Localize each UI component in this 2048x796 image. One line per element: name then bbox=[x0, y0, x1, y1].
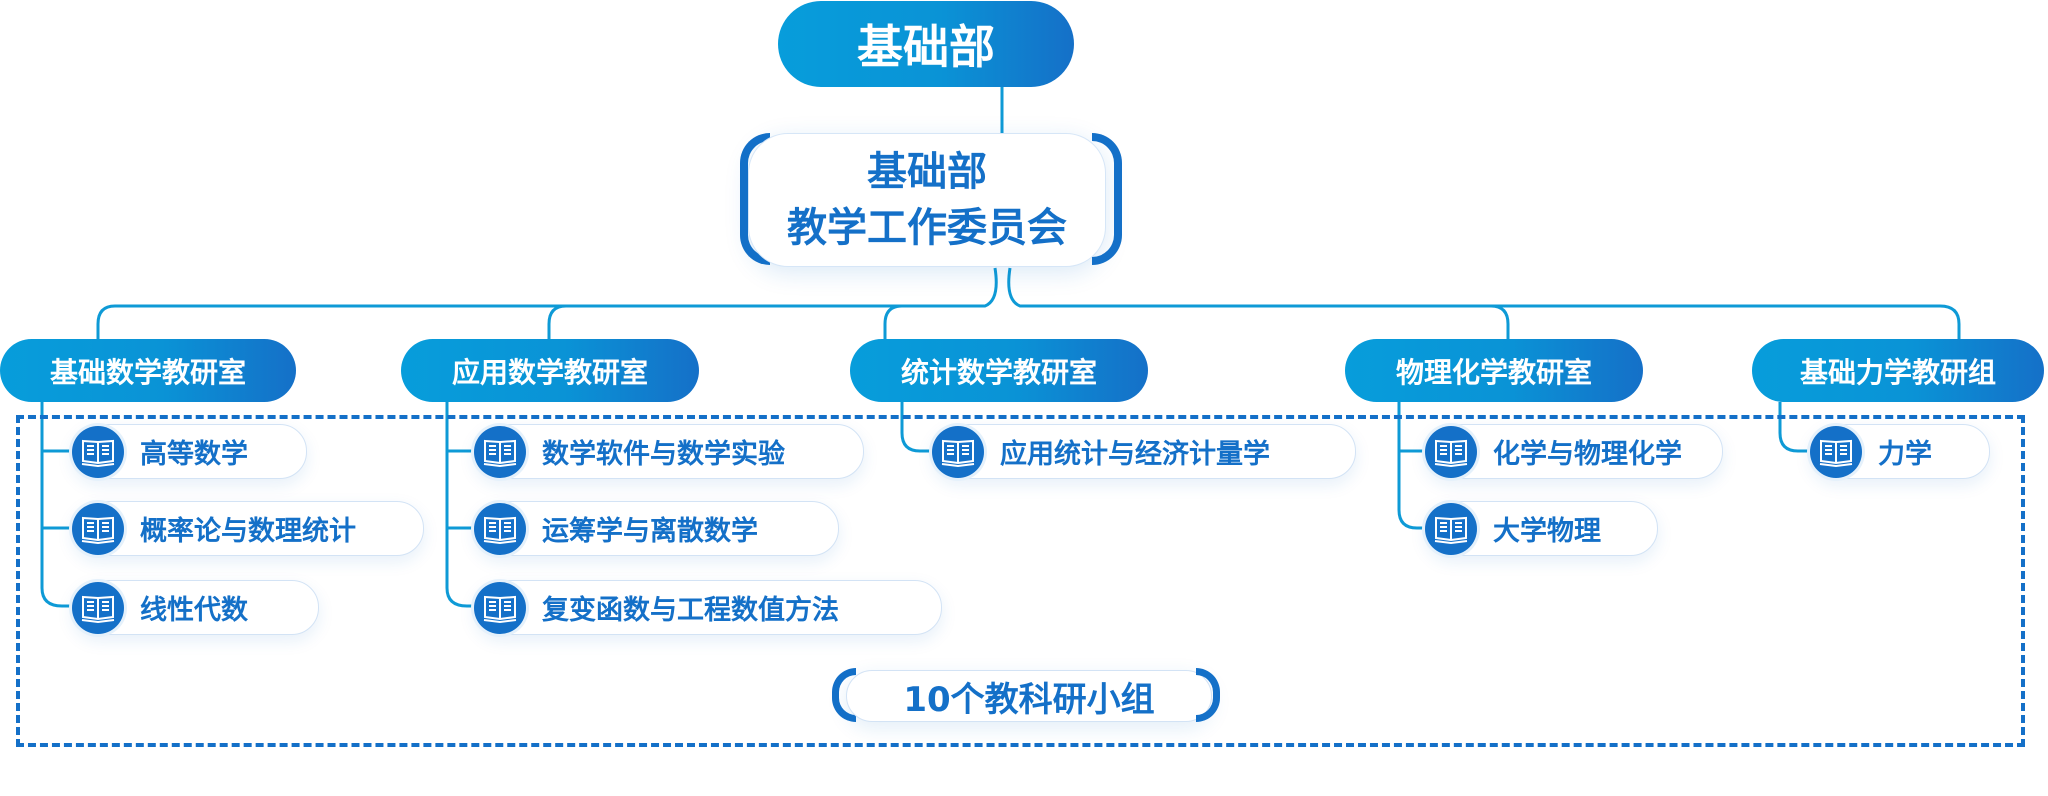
course-item: 大学物理 bbox=[1425, 501, 1658, 556]
dept-mechanics: 基础力学教研组 bbox=[1752, 339, 2044, 402]
open-book-icon bbox=[1810, 425, 1862, 478]
course-label: 线性代数 bbox=[140, 595, 248, 626]
dept-statistics: 统计数学教研室 bbox=[850, 339, 1148, 402]
left-bracket bbox=[740, 133, 770, 265]
course-label: 力学 bbox=[1878, 439, 1932, 470]
summary-right-bracket bbox=[1196, 668, 1220, 722]
course-label: 复变函数与工程数值方法 bbox=[542, 595, 839, 626]
committee-line2: 教学工作委员会 bbox=[787, 205, 1067, 251]
dept-physics-chemistry: 物理化学教研室 bbox=[1345, 339, 1643, 402]
dept-label: 基础力学教研组 bbox=[1799, 355, 1996, 389]
open-book-icon bbox=[474, 425, 526, 478]
dept-label: 基础数学教研室 bbox=[49, 355, 246, 389]
open-book-icon bbox=[1425, 425, 1477, 478]
course-label: 大学物理 bbox=[1493, 516, 1601, 547]
course-item: 概率论与数理统计 bbox=[72, 501, 424, 556]
open-book-icon bbox=[72, 502, 124, 555]
root-title: 基础部 bbox=[857, 20, 995, 74]
summary-badge: 10个教科研小组 bbox=[846, 670, 1212, 722]
course-item: 运筹学与离散数学 bbox=[474, 501, 839, 556]
open-book-icon bbox=[932, 425, 984, 478]
dept-label: 应用数学教研室 bbox=[451, 355, 648, 389]
course-item: 数学软件与数学实验 bbox=[474, 424, 864, 479]
open-book-icon bbox=[474, 502, 526, 555]
open-book-icon bbox=[72, 581, 124, 634]
course-item: 力学 bbox=[1810, 424, 1990, 479]
course-label: 化学与物理化学 bbox=[1493, 439, 1682, 470]
open-book-icon bbox=[474, 581, 526, 634]
course-item: 线性代数 bbox=[72, 580, 319, 635]
course-label: 数学软件与数学实验 bbox=[542, 439, 785, 470]
dept-label: 物理化学教研室 bbox=[1395, 355, 1592, 389]
committee-node: 基础部 教学工作委员会 bbox=[748, 133, 1106, 267]
root-node: 基础部 bbox=[778, 1, 1074, 87]
groups-dashed-frame bbox=[16, 415, 2025, 747]
dept-basic-math: 基础数学教研室 bbox=[0, 339, 296, 402]
dept-applied-math: 应用数学教研室 bbox=[401, 339, 699, 402]
course-item: 高等数学 bbox=[72, 424, 307, 479]
course-label: 应用统计与经济计量学 bbox=[1000, 439, 1270, 470]
course-label: 高等数学 bbox=[140, 439, 248, 470]
course-label: 概率论与数理统计 bbox=[140, 516, 356, 547]
course-label: 运筹学与离散数学 bbox=[542, 516, 758, 547]
course-item: 应用统计与经济计量学 bbox=[932, 424, 1356, 479]
open-book-icon bbox=[72, 425, 124, 478]
committee-line1: 基础部 bbox=[867, 149, 987, 195]
dept-label: 统计数学教研室 bbox=[900, 355, 1097, 389]
right-bracket bbox=[1092, 133, 1122, 265]
course-item: 化学与物理化学 bbox=[1425, 424, 1723, 479]
summary-label: 10个教科研小组 bbox=[903, 679, 1155, 720]
summary-left-bracket bbox=[832, 668, 856, 722]
open-book-icon bbox=[1425, 502, 1477, 555]
course-item: 复变函数与工程数值方法 bbox=[474, 580, 942, 635]
